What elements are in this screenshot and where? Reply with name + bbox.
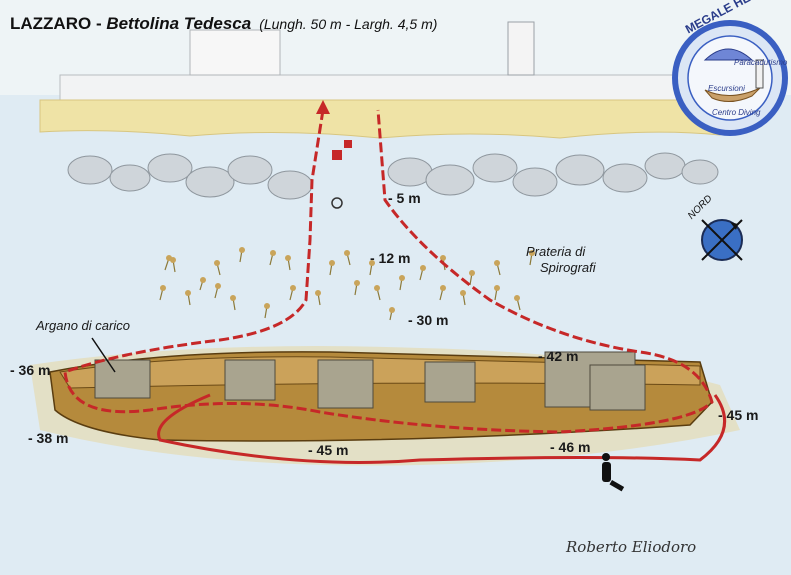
title-separator: - [91, 14, 107, 33]
logo-line-paracadutismo: Paracadutismo [734, 58, 788, 67]
depth-label-12: - 12 m [370, 250, 411, 266]
breakwater-rocks [67, 152, 719, 200]
depth-label-38: - 38 m [28, 430, 69, 446]
map-title: LAZZARO - Bettolina Tedesca (Lungh. 50 m … [10, 14, 437, 34]
logo-line-escursioni: Escursioni [708, 84, 745, 93]
wreck-name: Bettolina Tedesca [106, 14, 252, 33]
dive-route [63, 109, 727, 464]
meadow-label-line2: Spirografi [540, 260, 596, 275]
building [189, 29, 281, 76]
depth-label-45-bottom: - 45 m [308, 442, 349, 458]
depth-label-5: - 5 m [388, 190, 421, 206]
lighthouse [507, 21, 535, 76]
spirograph-tufts [160, 247, 535, 313]
depth-label-46: - 46 m [550, 439, 591, 455]
diver-icon [602, 453, 625, 492]
pier [59, 74, 701, 101]
meadow-label-line1: Prateria di [526, 244, 586, 259]
depth-label-42: - 42 m [538, 348, 579, 364]
artist-signature: Roberto Eliodoro [566, 538, 697, 556]
site-name: LAZZARO [10, 14, 92, 33]
depth-label-30: - 30 m [408, 312, 449, 328]
winch-label: Argano di carico [36, 318, 130, 333]
club-logo [672, 20, 788, 136]
logo-line-diving: Centro Diving [712, 108, 761, 117]
route-arrow-icon [316, 100, 330, 114]
buoy-icon [332, 140, 352, 160]
depth-label-36: - 36 m [10, 362, 51, 378]
depth-label-45-right: - 45 m [718, 407, 759, 423]
winch-pointer [91, 337, 116, 373]
wreck-structures [94, 351, 646, 411]
anchor-icon [331, 197, 343, 209]
compass-cross-icon [701, 219, 743, 261]
wreck-dimensions: (Lungh. 50 m - Largh. 4,5 m) [259, 16, 438, 32]
